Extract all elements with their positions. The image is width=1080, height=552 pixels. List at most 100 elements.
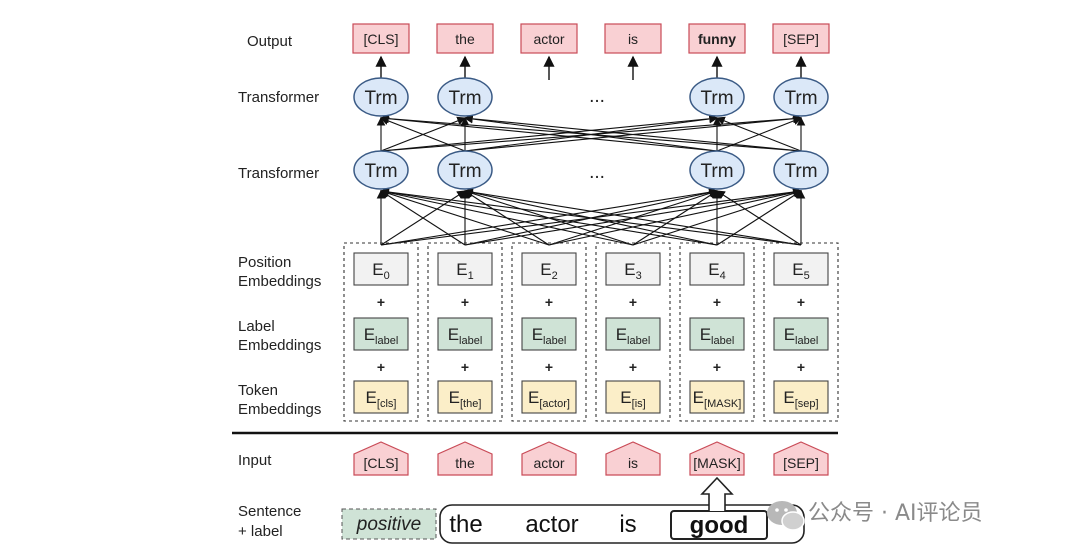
ellipsis-top: ...: [589, 86, 605, 107]
trm-node: [437, 150, 493, 190]
sentence-word-1: the: [449, 511, 482, 538]
ellipsis-bottom: ...: [589, 162, 605, 183]
position-embedding-box: [521, 252, 577, 286]
position-embedding-box: [437, 252, 493, 286]
watermark: 公众号 · AI评论员: [767, 501, 983, 531]
transformer-connections: [376, 114, 806, 246]
position-embedding-text: E1: [456, 260, 473, 282]
plus-sign: +: [629, 359, 637, 375]
input-token-text: the: [455, 455, 475, 471]
output-token-box: [436, 23, 494, 54]
label-row-label-1: Label: [238, 318, 275, 335]
output-token-text: [SEP]: [783, 31, 819, 47]
plus-sign: +: [713, 294, 721, 310]
label-row-label-2: Embeddings: [238, 337, 321, 354]
embedding-connection: [380, 190, 466, 246]
plus-sign: +: [797, 294, 805, 310]
watermark-text: 公众号 · AI评论员: [808, 501, 983, 526]
trm-node-label: Trm: [784, 88, 817, 109]
embedding-connection: [632, 190, 718, 246]
embedding-connection: [379, 188, 634, 246]
embedding-connection: [379, 187, 802, 246]
token-row-label-2: Embeddings: [238, 401, 321, 418]
sentence-label-box: [341, 508, 437, 540]
sentence-row-label-2: + label: [238, 523, 283, 540]
output-token-box: [352, 23, 410, 54]
label-embedding-box: [605, 317, 661, 351]
label-embedding-box: [353, 317, 409, 351]
position-embedding-text: E2: [540, 260, 557, 282]
token-embedding-box: [773, 380, 829, 414]
label-embedding-box: [437, 317, 493, 351]
plus-sign: +: [629, 294, 637, 310]
wechat-icon: [767, 501, 805, 531]
position-embedding-box: [689, 252, 745, 286]
output-token-text: is: [628, 31, 638, 47]
sentence-row: positive the actor is good: [341, 476, 805, 544]
trm-node-label: Trm: [448, 88, 481, 109]
token-embedding-text: E[sep]: [783, 388, 818, 410]
input-token-text: [MASK]: [693, 455, 740, 471]
trm-connection: [463, 114, 802, 152]
trm-connection: [379, 114, 802, 152]
token-embedding-box: [437, 380, 493, 414]
position-embedding-text: E3: [624, 260, 641, 282]
trm-node-label: Trm: [364, 161, 397, 182]
trm-node-label: Trm: [448, 161, 481, 182]
label-embedding-text: Elabel: [784, 325, 819, 347]
output-row-label: Output: [247, 33, 293, 50]
plus-sign: +: [377, 294, 385, 310]
output-token-text: funny: [698, 31, 736, 47]
input-token-tag: [773, 441, 829, 476]
position-row-label-1: Position: [238, 254, 291, 271]
token-embedding-text: E[MASK]: [693, 388, 742, 410]
transformer-top-row-label: Transformer: [238, 89, 319, 106]
plus-sign: +: [545, 359, 553, 375]
embedding-column-frame: [679, 242, 755, 422]
token-embedding-box: [689, 380, 745, 414]
token-row-label-1: Token: [238, 382, 278, 399]
plus-sign: +: [461, 294, 469, 310]
embedding-connection: [463, 187, 802, 246]
embedding-column-frame: [763, 242, 839, 422]
output-token-box: [604, 23, 662, 54]
position-row-label-2: Embeddings: [238, 273, 321, 290]
trm-connection: [379, 116, 466, 152]
token-embedding-box: [521, 380, 577, 414]
plus-sign: +: [713, 359, 721, 375]
embedding-column-frame: [595, 242, 671, 422]
token-embedding-box: [605, 380, 661, 414]
output-token-text: [CLS]: [363, 31, 398, 47]
output-token-box: [688, 23, 746, 54]
masked-word: good: [690, 512, 749, 539]
mask-arrow-icon: [700, 476, 734, 511]
plus-sign: +: [377, 359, 385, 375]
embedding-connection: [379, 189, 550, 246]
trm-connection: [379, 114, 718, 152]
trm-node: [689, 150, 745, 190]
token-embedding-box: [353, 380, 409, 414]
input-token-text: [SEP]: [783, 455, 819, 471]
input-token-tag: [353, 441, 409, 476]
input-row-label: Input: [238, 452, 272, 469]
position-embedding-text: E0: [372, 260, 389, 282]
trm-node: [773, 150, 829, 190]
embedding-column-frame: [343, 242, 419, 422]
sentence-label-text: positive: [356, 514, 421, 535]
token-embedding-text: E[cls]: [366, 388, 397, 410]
input-token-tag: [689, 441, 745, 476]
position-embedding-box: [773, 252, 829, 286]
token-embedding-text: E[is]: [620, 388, 645, 410]
label-embedding-text: Elabel: [364, 325, 399, 347]
output-token-box: [520, 23, 578, 54]
input-token-tag: [437, 441, 493, 476]
transformer-bottom-row-label: Transformer: [238, 165, 319, 182]
plus-sign: +: [545, 294, 553, 310]
token-embedding-text: E[the]: [449, 388, 482, 410]
token-embedding-text: E[actor]: [528, 388, 570, 410]
output-token-box: [772, 23, 830, 54]
trm-node: [437, 77, 493, 117]
